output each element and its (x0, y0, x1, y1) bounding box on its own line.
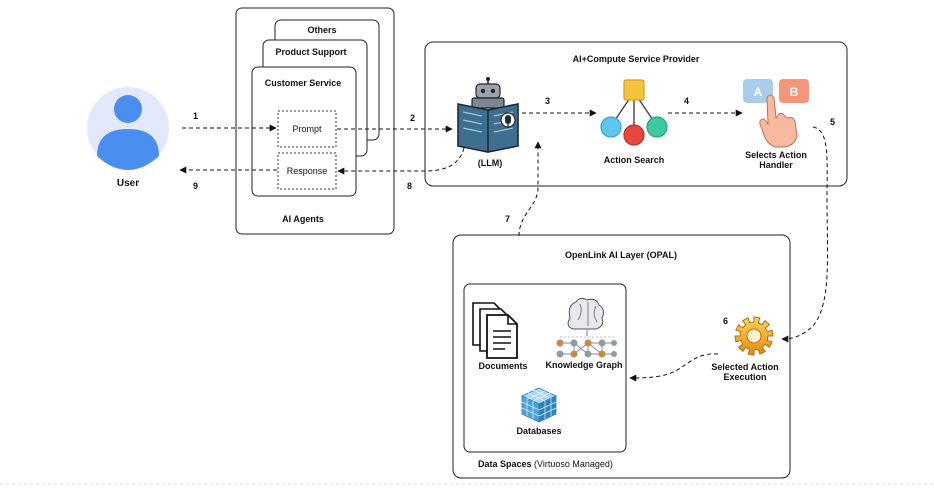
action-handler-icon: A B (743, 79, 809, 148)
service-provider-group: AI+Compute Service Provider (LLM) (424, 41, 848, 187)
step-6-label: 6 (723, 316, 728, 326)
ai-agents-title: AI Agents (282, 214, 324, 224)
documents-label: Documents (478, 361, 527, 371)
action-search-icon (600, 79, 668, 146)
data-spaces-caption: Data Spaces (Virtuoso Managed) (478, 459, 613, 469)
agent-card-product-support-label: Product Support (276, 47, 347, 57)
response-label: Response (287, 166, 328, 176)
action-handler-label-line2: Handler (759, 160, 793, 170)
step-3-label: 3 (545, 96, 550, 106)
arrow-7-opal-to-llm (518, 141, 542, 237)
handler-key-b (779, 79, 809, 103)
flow-arrows (179, 109, 829, 382)
ai-agents-group: Others Product Support Customer Service … (235, 7, 395, 235)
databases-label: Databases (516, 426, 561, 436)
handler-key-a-label: A (754, 85, 763, 99)
action-handler-label-line1: Selects Action (745, 150, 807, 160)
data-spaces-caption-bold: Data Spaces (478, 459, 532, 469)
action-search-label: Action Search (604, 155, 665, 165)
agent-card-customer-service-label: Customer Service (265, 78, 342, 88)
handler-key-b-label: B (790, 85, 799, 99)
step-8-label: 8 (407, 181, 412, 191)
arrow-6-execution-to-data-spaces (629, 353, 719, 382)
step-1-label: 1 (193, 111, 198, 121)
opal-title: OpenLink AI Layer (OPAL) (565, 250, 677, 260)
step-4-label: 4 (684, 96, 689, 106)
user-icon (97, 95, 159, 170)
pointing-hand-icon (759, 94, 798, 148)
prompt-box (277, 110, 337, 148)
step-5-label: 5 (830, 117, 835, 127)
user-node: User (87, 87, 169, 189)
response-box (277, 152, 337, 190)
execution-label-line2: Execution (723, 372, 766, 382)
user-label: User (117, 178, 139, 189)
data-spaces-caption-rest: (Virtuoso Managed) (532, 459, 613, 469)
execution-label-line1: Selected Action (711, 362, 778, 372)
step-7-label: 7 (505, 214, 510, 224)
arrow-5-handler-to-execution (781, 126, 829, 343)
llm-label: (LLM) (478, 158, 503, 168)
agent-card-others-label: Others (307, 25, 336, 35)
step-numbers: 1 2 3 4 5 6 7 8 9 (193, 96, 835, 326)
step-2-label: 2 (410, 113, 415, 123)
service-provider-frame (424, 41, 848, 187)
prompt-label: Prompt (292, 124, 322, 134)
service-provider-title: AI+Compute Service Provider (573, 54, 700, 64)
llm-robot-icon (457, 77, 519, 153)
knowledge-graph-icon (556, 297, 617, 358)
opal-group: OpenLink AI Layer (OPAL) Documents (452, 234, 791, 479)
arrow-8-llm-to-response (337, 147, 465, 175)
databases-icon (521, 387, 557, 423)
documents-icon (472, 302, 518, 359)
step-9-label: 9 (193, 181, 198, 191)
handler-key-a (743, 79, 773, 103)
knowledge-graph-label: Knowledge Graph (545, 360, 622, 370)
gear-icon (734, 316, 774, 356)
